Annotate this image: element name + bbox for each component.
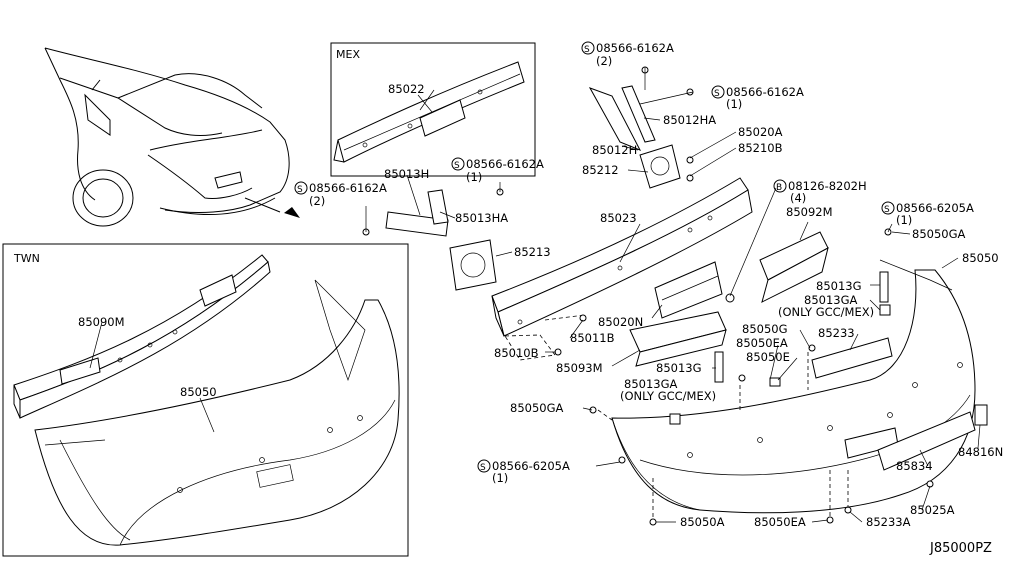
- label-85050E: 85050E: [746, 350, 790, 364]
- label-08566-6205A-top: 08566-6205A: [896, 201, 974, 215]
- label-85020A: 85020A: [738, 125, 783, 139]
- label-85212: 85212: [582, 163, 619, 177]
- diagram-code: J85000PZ: [929, 541, 992, 556]
- part-85212: [639, 144, 681, 189]
- label-08566-6162A-mid-qty: (1): [726, 97, 742, 111]
- bracket-85012H: [588, 87, 642, 151]
- label-85023: 85023: [600, 211, 637, 225]
- label-08566-6162A-top: 08566-6162A: [596, 41, 674, 55]
- label-85013G-mid: 85013G: [656, 361, 702, 375]
- label-85233A: 85233A: [866, 515, 911, 529]
- label-85013G-top: 85013G: [816, 279, 862, 293]
- leader-lines: [89, 67, 981, 523]
- label-85834: 85834: [896, 459, 933, 473]
- label-85050GA-mid: 85050GA: [510, 401, 563, 415]
- label-08566-6162A-mid: 08566-6162A: [726, 85, 804, 99]
- label-85013HA: 85013HA: [455, 211, 508, 225]
- bracket-85834: [877, 411, 976, 471]
- label-08566-6162A-85013h: 08566-6162A: [466, 157, 544, 171]
- label-85013H: 85013H: [384, 167, 429, 181]
- label-85011B: 85011B: [570, 331, 615, 345]
- label-08566-6205A-bot-qty: (1): [492, 471, 508, 485]
- label-85090M: 85090M: [78, 315, 125, 329]
- label-08566-6162A-85013h-qty: (1): [466, 170, 482, 184]
- part-85213: [449, 239, 497, 291]
- label-85050-twn: 85050: [180, 385, 217, 399]
- label-84816N: 84816N: [958, 445, 1003, 459]
- label-85210B: 85210B: [738, 141, 783, 155]
- svg-text:S: S: [297, 185, 303, 195]
- mex-box: MEX: [330, 42, 536, 177]
- svg-text:S: S: [584, 45, 590, 55]
- label-85022: 85022: [388, 82, 425, 96]
- label-08566-6205A-bot: 08566-6205A: [492, 459, 570, 473]
- mex-box-label: MEX: [336, 48, 360, 61]
- svg-text:B: B: [776, 183, 782, 193]
- svg-text:S: S: [454, 161, 460, 171]
- label-08126-8202H: 08126-8202H: [788, 179, 867, 193]
- label-only-gcc-mex-mid: (ONLY GCC/MEX): [620, 389, 716, 403]
- label-85013GA-top: 85013GA: [804, 293, 857, 307]
- label-85050G: 85050G: [742, 322, 788, 336]
- part-84816N: [974, 404, 988, 426]
- svg-text:S: S: [884, 205, 890, 215]
- label-08566-6162A-left: 08566-6162A: [309, 181, 387, 195]
- garnish-85233: [811, 337, 893, 379]
- svg-text:S: S: [480, 463, 486, 473]
- label-85012H: 85012H: [592, 143, 637, 157]
- bracket-85020N: [654, 261, 723, 319]
- twn-box: TWN: [2, 243, 409, 557]
- label-08566-6205A-top-qty: (1): [896, 213, 912, 227]
- fastener-symbols: S S S S B S S: [294, 41, 895, 473]
- label-85020N: 85020N: [598, 315, 643, 329]
- label-85093M: 85093M: [556, 361, 603, 375]
- label-85010B: 85010B: [494, 346, 539, 360]
- label-85050EA-bot: 85050EA: [754, 515, 806, 529]
- part-labels: 85022 85013H 08566-6162A (2) 08566-6162A…: [78, 41, 1003, 556]
- label-85050GA-top: 85050GA: [912, 227, 965, 241]
- car-illustration: [44, 47, 300, 227]
- reinforcement-85023: [491, 177, 753, 361]
- label-85213: 85213: [514, 245, 551, 259]
- label-08566-6162A-top-qty: (2): [596, 54, 612, 68]
- label-85025A: 85025A: [910, 503, 955, 517]
- label-85233: 85233: [818, 326, 855, 340]
- label-08126-8202H-qty: (4): [790, 191, 806, 205]
- label-85092M: 85092M: [786, 205, 833, 219]
- twn-box-label: TWN: [13, 252, 40, 265]
- label-only-gcc-mex-top: (ONLY GCC/MEX): [778, 305, 874, 319]
- label-85050-right: 85050: [962, 251, 999, 265]
- svg-text:S: S: [714, 89, 720, 99]
- label-08566-6162A-left-qty: (2): [309, 194, 325, 208]
- label-85013GA-mid: 85013GA: [624, 377, 677, 391]
- label-85012HA: 85012HA: [663, 113, 716, 127]
- label-85050A: 85050A: [680, 515, 725, 529]
- label-85050EA-top: 85050EA: [736, 336, 788, 350]
